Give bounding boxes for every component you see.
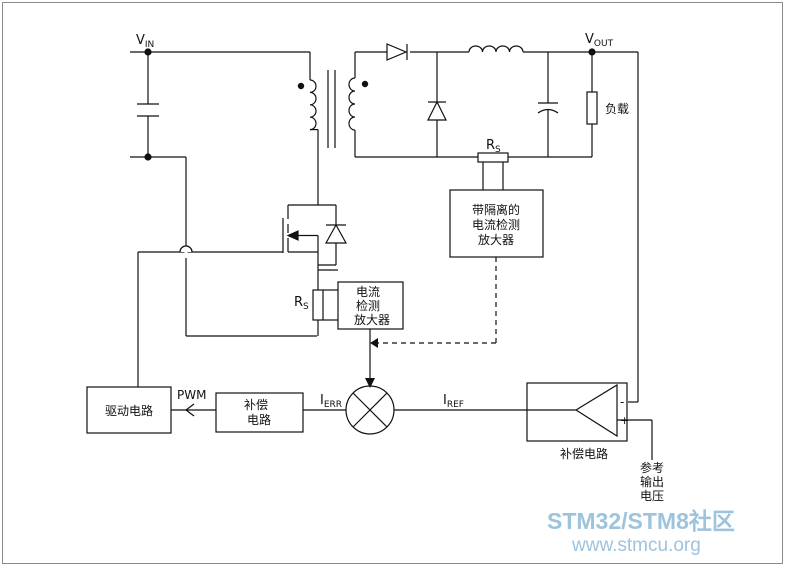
transformer-primary — [309, 79, 319, 205]
output-rail — [355, 51, 639, 403]
input-capacitor — [137, 103, 159, 117]
isolated-amp-label: 带隔离的 电流检测 放大器 — [472, 202, 520, 247]
svg-text:带隔离的: 带隔离的 — [472, 202, 520, 217]
input-ground-node — [144, 153, 152, 161]
pwm-label: PWM — [177, 388, 206, 402]
svg-text:电流: 电流 — [356, 285, 380, 299]
mosfet-switch — [138, 204, 319, 270]
sense-resistor-top — [477, 152, 509, 163]
driver-box — [86, 386, 172, 434]
driver-label: 驱动电路 — [105, 403, 153, 418]
load-resistor — [586, 52, 598, 157]
transformer-core — [327, 70, 336, 148]
pwm-arrow — [185, 403, 195, 417]
primary-polarity-dot — [297, 82, 305, 90]
transformer-secondary — [348, 52, 356, 157]
svg-text:电流检测: 电流检测 — [472, 217, 520, 232]
watermark-url: www.stmcu.org — [571, 535, 701, 556]
svg-text:电路: 电路 — [247, 412, 271, 427]
rs-top-label: RS — [486, 138, 501, 155]
svg-text:放大器: 放大器 — [478, 232, 514, 247]
sense-resistor-left — [312, 270, 338, 336]
svg-text:电压: 电压 — [640, 489, 664, 503]
svg-text:参考: 参考 — [640, 460, 664, 475]
ref-voltage-label: 参考 输出 电压 — [640, 460, 664, 503]
svg-text:放大器: 放大器 — [354, 312, 390, 327]
mosfet-body-diode — [318, 204, 348, 266]
iref-label: IREF — [443, 393, 464, 410]
load-label: 负载 — [605, 102, 629, 116]
comp-right-label: 补偿电路 — [560, 446, 608, 461]
vin-node — [144, 48, 152, 56]
rs-left-label: RS — [294, 295, 309, 312]
summing-junction — [345, 385, 395, 435]
ierr-label: IERR — [320, 393, 342, 410]
gate-drive-line — [137, 252, 139, 387]
vout-label: VOUT — [585, 32, 614, 49]
compensation-box-right — [526, 382, 628, 442]
output-capacitor — [537, 52, 559, 157]
comp-left-label: 补偿 电路 — [244, 397, 271, 427]
rectifier-diode — [386, 43, 408, 61]
secondary-polarity-dot — [361, 80, 369, 88]
plus-sign: + — [620, 414, 629, 427]
compensation-box-left — [215, 392, 304, 433]
freewheel-diode — [427, 52, 447, 157]
vin-label: VIN — [136, 33, 154, 50]
watermark-brand: STM32/STM8社区 — [547, 508, 735, 534]
minus-sign: - — [620, 395, 624, 409]
amp-label: 电流 检测 放大器 — [354, 285, 390, 327]
input-rail — [130, 51, 317, 337]
svg-text:输出: 输出 — [640, 474, 664, 489]
isolated-feedback-dashed — [378, 257, 497, 344]
svg-text:补偿: 补偿 — [244, 397, 268, 412]
error-amplifier — [574, 383, 618, 438]
output-inductor — [468, 45, 524, 53]
svg-text:检测: 检测 — [356, 298, 380, 313]
